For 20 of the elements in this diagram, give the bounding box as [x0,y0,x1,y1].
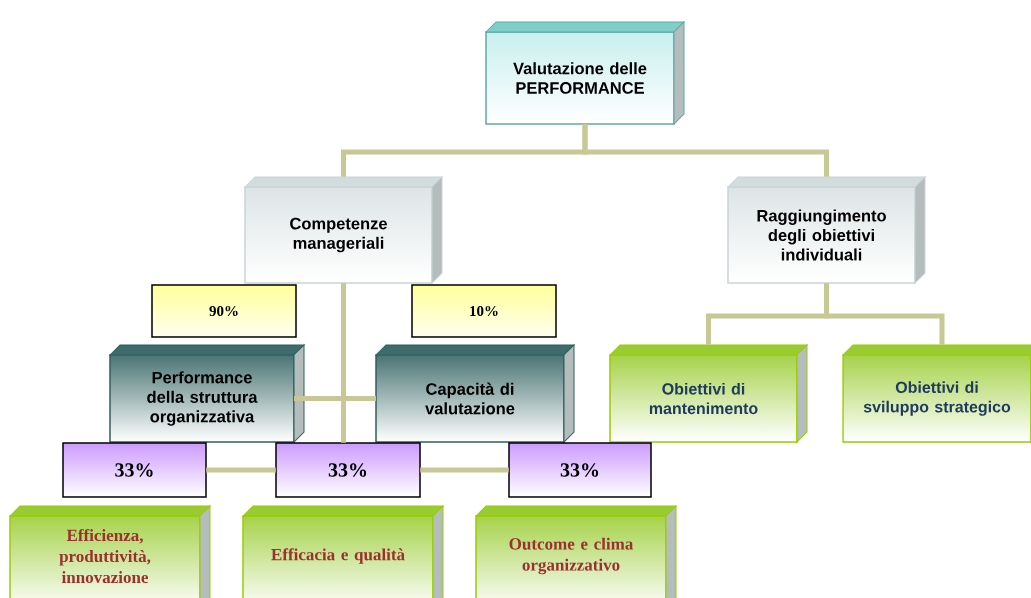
connector-line [824,283,945,345]
weight-box: 33% [508,442,652,498]
category-box: Competenze manageriali [244,176,443,284]
connector-line [420,467,509,473]
connector-line [341,283,346,443]
connector-line [206,467,276,473]
goal-box: Efficacia e qualità [242,505,444,598]
sub-box: Capacità di valutazione [375,344,575,443]
weight-box: 10% [411,284,557,338]
connector-line [582,124,829,177]
category-box: Raggiungimento degli obiettivi individuali [727,176,926,284]
weight-box: 90% [151,284,297,338]
title-box: Valutazione delle PERFORMANCE [485,21,685,125]
weight-box: 33% [62,442,207,498]
goal-box: Efficienza, produttività, innovazione [9,505,211,598]
goal-box: Obiettivi di sviluppo strategico [842,344,1031,443]
goal-box: Outcome e clima organizzativo [475,505,677,598]
weight-box: 33% [275,442,421,498]
sub-box: Performance della struttura organizzativa [109,344,305,443]
goal-box: Obiettivi di mantenimento [609,344,808,443]
